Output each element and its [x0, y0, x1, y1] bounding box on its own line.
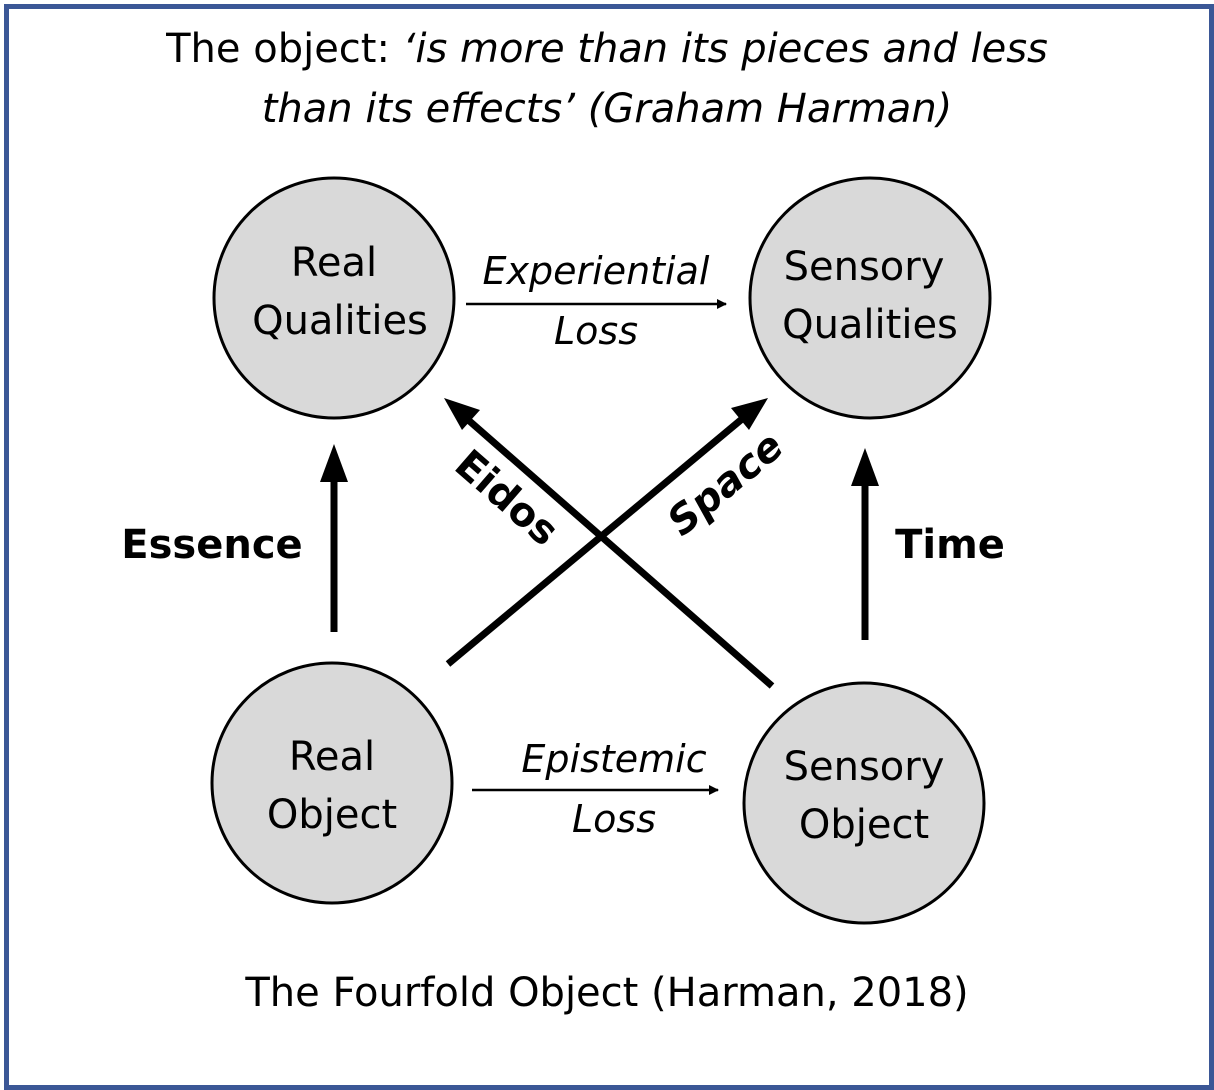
- edge-epistemic-loss-label-2: Loss: [572, 797, 656, 841]
- node-sensory-qualities-circle: [748, 176, 992, 420]
- edge-space-label: Space: [659, 423, 792, 545]
- edge-eidos-label: Eidos: [446, 441, 567, 555]
- node-sensory-object: Sensory Object: [742, 681, 986, 925]
- title-prefix: The object:: [166, 26, 403, 72]
- node-real-qualities-label-1: Real: [291, 240, 377, 286]
- node-real-object: Real Object: [210, 661, 454, 905]
- node-sensory-qualities-label-1: Sensory: [784, 244, 945, 290]
- node-real-object-circle: [210, 661, 454, 905]
- edge-essence-label: Essence: [121, 522, 302, 568]
- edge-experiential-loss: Experiential Loss: [466, 249, 727, 353]
- title-line-2: than its effects’ (Graham Harman): [0, 86, 1214, 132]
- edge-essence-arrowhead: [320, 444, 348, 482]
- edge-essence: Essence: [121, 444, 348, 632]
- node-real-qualities: Real Qualities: [212, 176, 456, 420]
- edge-eidos: Eidos: [444, 398, 775, 689]
- title-attribution: (Graham Harman): [574, 86, 953, 132]
- edge-time-arrowhead: [851, 448, 879, 486]
- edge-experiential-loss-label-2: Loss: [554, 309, 638, 353]
- edge-time: Time: [851, 448, 1005, 640]
- title-line-1: The object: ‘is more than its pieces and…: [0, 26, 1214, 72]
- edge-experiential-loss-label-1: Experiential: [483, 249, 710, 293]
- node-sensory-object-label-2: Object: [799, 802, 929, 848]
- node-sensory-object-circle: [742, 681, 986, 925]
- title-quote-part-1: ‘is more than its pieces and less: [402, 26, 1048, 72]
- diagram-caption: The Fourfold Object (Harman, 2018): [245, 970, 969, 1016]
- node-sensory-qualities-label-2: Qualities: [782, 302, 958, 348]
- edge-eidos-arrowhead: [444, 398, 480, 430]
- edge-eidos-arrow-shaft: [463, 415, 775, 689]
- node-sensory-object-label-1: Sensory: [784, 744, 945, 790]
- node-real-qualities-label-2: Qualities: [252, 298, 428, 344]
- edge-space-arrowhead: [731, 398, 768, 430]
- node-sensory-qualities: Sensory Qualities: [748, 176, 992, 420]
- node-real-qualities-circle: [212, 176, 456, 420]
- edge-space: Space: [445, 398, 792, 667]
- edge-space-arrow-shaft: [445, 411, 751, 667]
- node-real-object-label-1: Real: [289, 734, 375, 780]
- node-real-object-label-2: Object: [267, 792, 397, 838]
- title-quote-part-2: than its effects’: [261, 86, 575, 132]
- edge-epistemic-loss: Epistemic Loss: [472, 737, 719, 841]
- edge-time-label: Time: [895, 522, 1005, 568]
- edge-epistemic-loss-label-1: Epistemic: [521, 737, 706, 781]
